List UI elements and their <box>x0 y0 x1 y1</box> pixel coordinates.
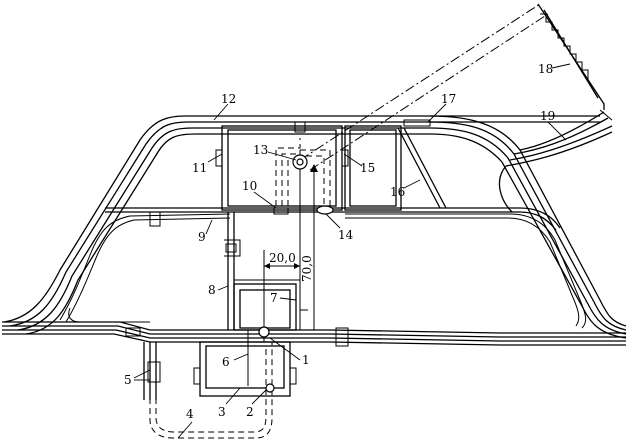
label-10: 10 <box>242 179 257 193</box>
dim-20-text: 20,0 <box>269 251 296 265</box>
upper-chambers <box>215 121 402 211</box>
label-19: 19 <box>540 109 555 123</box>
dimension-vertical: 70,0 <box>300 168 315 330</box>
node-13-inner <box>296 158 304 166</box>
label-3: 3 <box>218 405 226 419</box>
vertical-drift-8 <box>224 212 241 330</box>
label-18: 18 <box>538 62 553 76</box>
dimension-horizontal: 20,0 <box>264 251 300 269</box>
label-15: 15 <box>360 161 375 175</box>
label-14: 14 <box>338 228 354 242</box>
dashdot-ventilation-line <box>299 3 549 171</box>
hoist-dashed-outline <box>275 138 331 206</box>
label-11: 11 <box>192 161 207 175</box>
room-6 <box>193 341 297 397</box>
label-6: 6 <box>222 355 230 369</box>
dashed-loop-4 <box>149 342 273 439</box>
junction-box <box>335 327 349 347</box>
inner-right-loop <box>345 213 587 329</box>
label-9: 9 <box>198 230 206 244</box>
outer-ring-right <box>429 115 627 339</box>
label-13: 13 <box>253 143 268 157</box>
label-17: 17 <box>441 92 456 106</box>
junction-box-left <box>125 327 141 337</box>
drifts-5 <box>143 342 161 400</box>
node-14-ellipse <box>316 205 334 215</box>
feature-10 <box>273 207 289 215</box>
label-7: 7 <box>270 291 278 305</box>
label-4: 4 <box>186 407 194 421</box>
leader-lines <box>133 63 571 439</box>
label-2: 2 <box>246 405 254 419</box>
drift-19 <box>498 109 613 213</box>
feature-9-box <box>149 211 161 227</box>
label-12: 12 <box>221 92 236 106</box>
node-2-circle <box>265 383 275 393</box>
node-1-circle <box>258 326 270 338</box>
feature-17 <box>403 119 431 127</box>
middle-drift <box>105 207 561 231</box>
inner-left-loop <box>59 213 231 323</box>
room-7 <box>233 279 308 331</box>
drift-16 <box>397 127 447 209</box>
dim-70-text: 70,0 <box>300 255 314 282</box>
outer-ring-left <box>3 115 600 335</box>
drift-18 <box>537 3 605 110</box>
label-5: 5 <box>124 373 132 387</box>
label-1: 1 <box>302 353 310 367</box>
label-16: 16 <box>390 185 405 199</box>
label-8: 8 <box>208 283 216 297</box>
labels: 1 2 3 4 5 6 7 8 9 10 11 12 13 14 15 16 1… <box>124 62 555 421</box>
